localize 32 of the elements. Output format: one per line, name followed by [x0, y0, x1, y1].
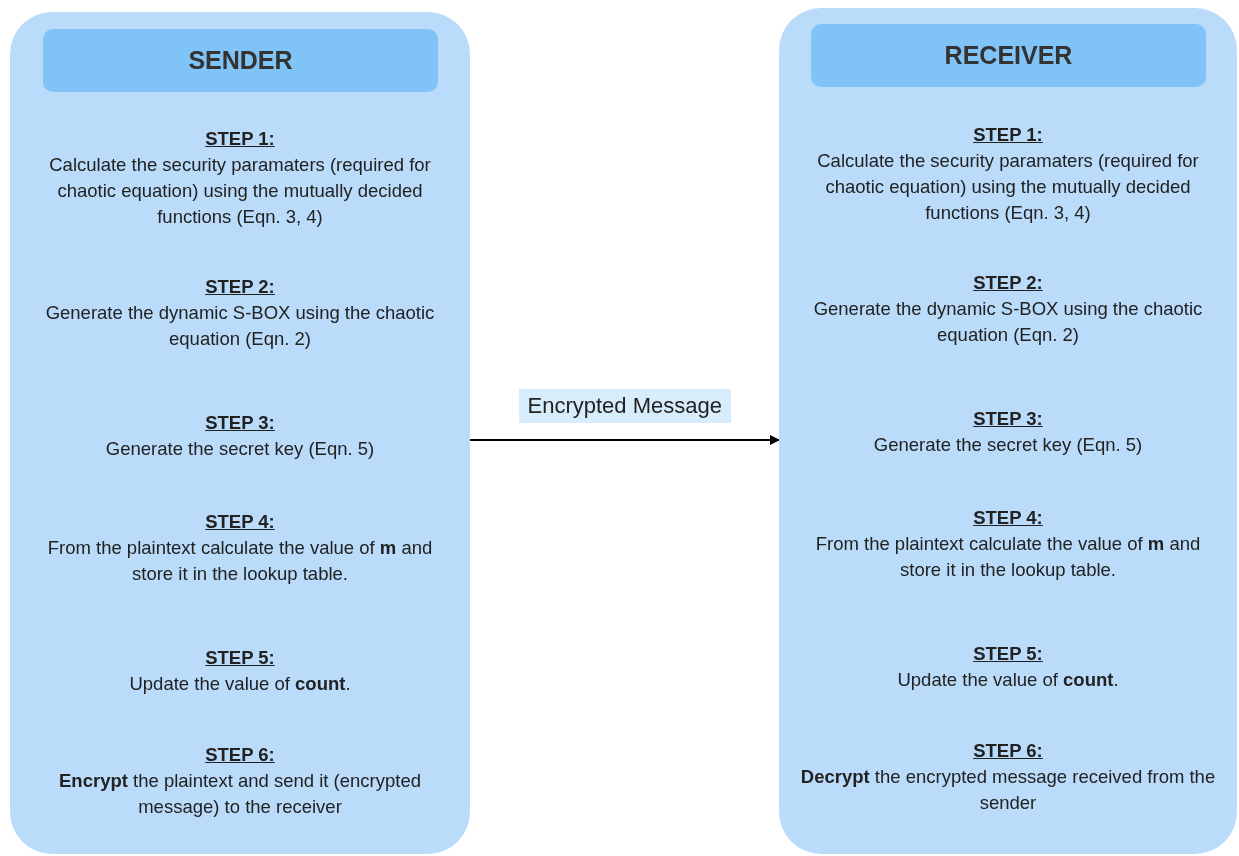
column-panel	[10, 12, 470, 854]
step-heading: STEP 3:	[204, 411, 276, 435]
step-description: Generate the dynamic S-BOX using the chaotic equation (Eqn. 2)	[812, 297, 1204, 347]
step-heading: STEP 5:	[972, 642, 1044, 666]
step-heading: STEP 1:	[972, 123, 1044, 147]
step-heading: STEP 4:	[972, 506, 1044, 530]
column-panel	[779, 8, 1237, 854]
step-heading: STEP 2:	[972, 271, 1044, 295]
step-description: Encrypt the plaintext and send it (encrypted message) to the receiver	[58, 769, 422, 819]
step-heading: STEP 3:	[972, 407, 1044, 431]
step-description: Generate the secret key (Eqn. 5)	[872, 433, 1144, 457]
step-description: Update the value of count.	[128, 672, 352, 696]
step-heading: STEP 6:	[972, 739, 1044, 763]
step-heading: STEP 2:	[204, 275, 276, 299]
step-heading: STEP 6:	[204, 743, 276, 767]
step-description: Generate the secret key (Eqn. 5)	[104, 437, 376, 461]
header-bar	[811, 24, 1206, 87]
step-description: From the plaintext calculate the value of m and store it in the lookup table.	[814, 532, 1202, 582]
step-description: Decrypt the encrypted message received from the sender	[799, 765, 1217, 815]
step-description: From the plaintext calculate the value of m and store it in the lookup table.	[46, 536, 434, 586]
step-description: Generate the dynamic S-BOX using the chaotic equation (Eqn. 2)	[44, 301, 436, 351]
arrow	[469, 435, 780, 445]
step-heading: STEP 5:	[204, 646, 276, 670]
step-heading: STEP 1:	[204, 127, 276, 151]
step-heading: STEP 4:	[204, 510, 276, 534]
header-bar	[43, 29, 438, 92]
step-description: Calculate the security paramaters (required for chaotic equation) using the mutually decided functions (Eqn. 3, 4)	[816, 149, 1200, 225]
step-description: Update the value of count.	[896, 668, 1120, 692]
edge-label: Encrypted Message	[518, 389, 731, 423]
step-description: Calculate the security paramaters (required for chaotic equation) using the mutually decided functions (Eqn. 3, 4)	[48, 153, 432, 229]
header-title: SENDER	[188, 46, 293, 75]
header-title: RECEIVER	[944, 41, 1073, 70]
